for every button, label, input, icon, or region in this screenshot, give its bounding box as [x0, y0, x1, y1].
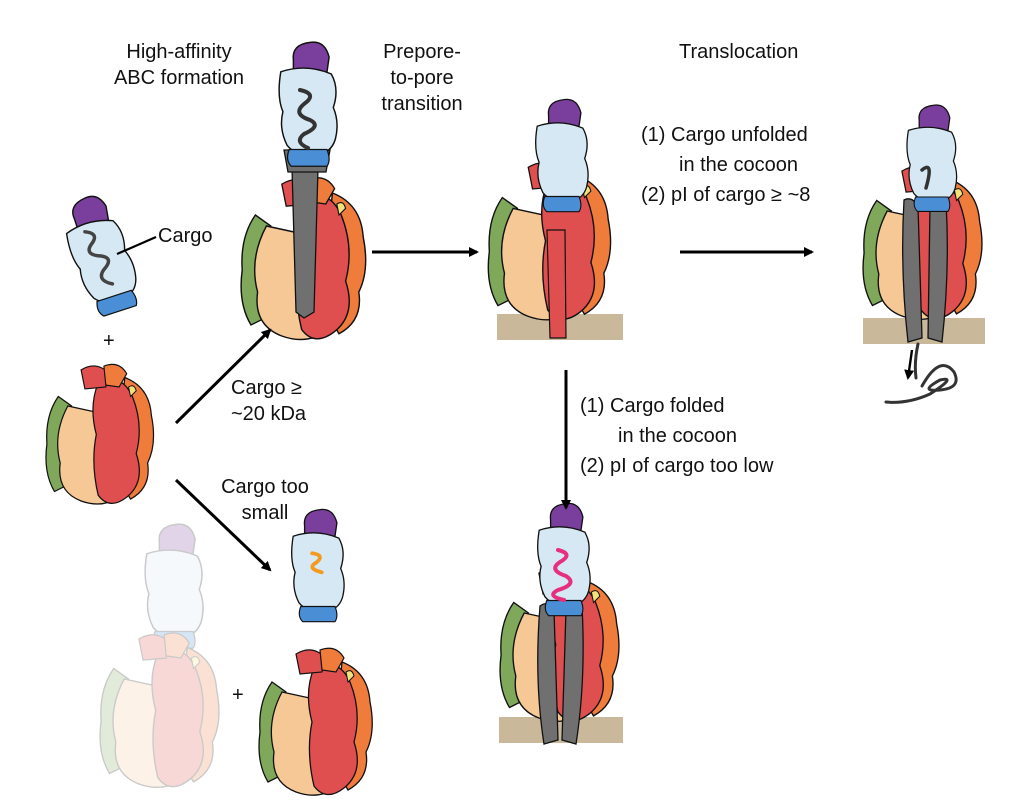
release-arrow	[904, 349, 915, 380]
cargo-large-condition: Cargo ≥ ~20 kDa	[231, 375, 306, 427]
cargo-pointer-line	[116, 235, 157, 256]
unfolded-condition-1: (1) Cargo unfolded	[641, 124, 808, 146]
cargo-large-condition-line-2: ~20 kDa	[231, 403, 307, 425]
stage-title-transition-line-1: Prepore-	[383, 41, 461, 63]
unfolded-condition-1-cont: in the cocoon	[679, 154, 798, 176]
cargo-small-condition-line-1: Cargo too	[221, 476, 309, 498]
stage-title-transition-line-3: transition	[381, 93, 463, 115]
folded-condition-2: (2) pI of cargo too low	[580, 455, 774, 477]
tca-pentamer-left	[45, 363, 155, 505]
stage-title-formation-line-1: High-affinity	[126, 41, 232, 63]
membrane-right	[863, 318, 985, 344]
stage-title-formation: High-affinity ABC formation	[98, 39, 260, 91]
pore-folded-cargo	[499, 502, 623, 745]
cargo-small-condition: Cargo too small	[206, 474, 324, 526]
cargo-cocoon-components	[55, 189, 147, 321]
cargo-large-condition-line-1: Cargo ≥	[231, 377, 303, 399]
plus-sign-top: +	[103, 330, 115, 352]
pore-state-center	[487, 98, 623, 340]
released-cargo-strand	[884, 342, 958, 404]
arrow-to-small-cargo	[174, 478, 272, 572]
unfolded-conditions: (1) Cargo unfolded in the cocoon (2) pI …	[641, 120, 810, 210]
folded-condition-1-cont: in the cocoon	[618, 425, 737, 447]
folded-condition-1: (1) Cargo folded	[580, 395, 725, 417]
holotoxin-abc	[240, 41, 367, 341]
unfolded-condition-2: (2) pI of cargo ≥ ~8	[641, 184, 811, 206]
translocation-state-right	[862, 104, 985, 344]
faded-holotoxin	[99, 523, 220, 789]
plus-sign-bottom: +	[232, 684, 244, 706]
cargo-label: Cargo	[158, 225, 213, 247]
stage-title-transition: Prepore- to-pore transition	[360, 39, 484, 117]
tca-pentamer-bottom	[258, 647, 373, 796]
folded-conditions: (1) Cargo folded in the cocoon (2) pI of…	[580, 391, 773, 481]
stage-title-transition-line-2: to-pore	[390, 67, 454, 89]
cargo-small-condition-line-2: small	[241, 502, 289, 524]
arrow-to-holotoxin	[174, 328, 272, 425]
small-cargo-cocoon	[291, 508, 345, 623]
stage-title-translocation: Translocation	[679, 41, 799, 63]
stage-title-formation-line-2: ABC formation	[113, 67, 245, 89]
